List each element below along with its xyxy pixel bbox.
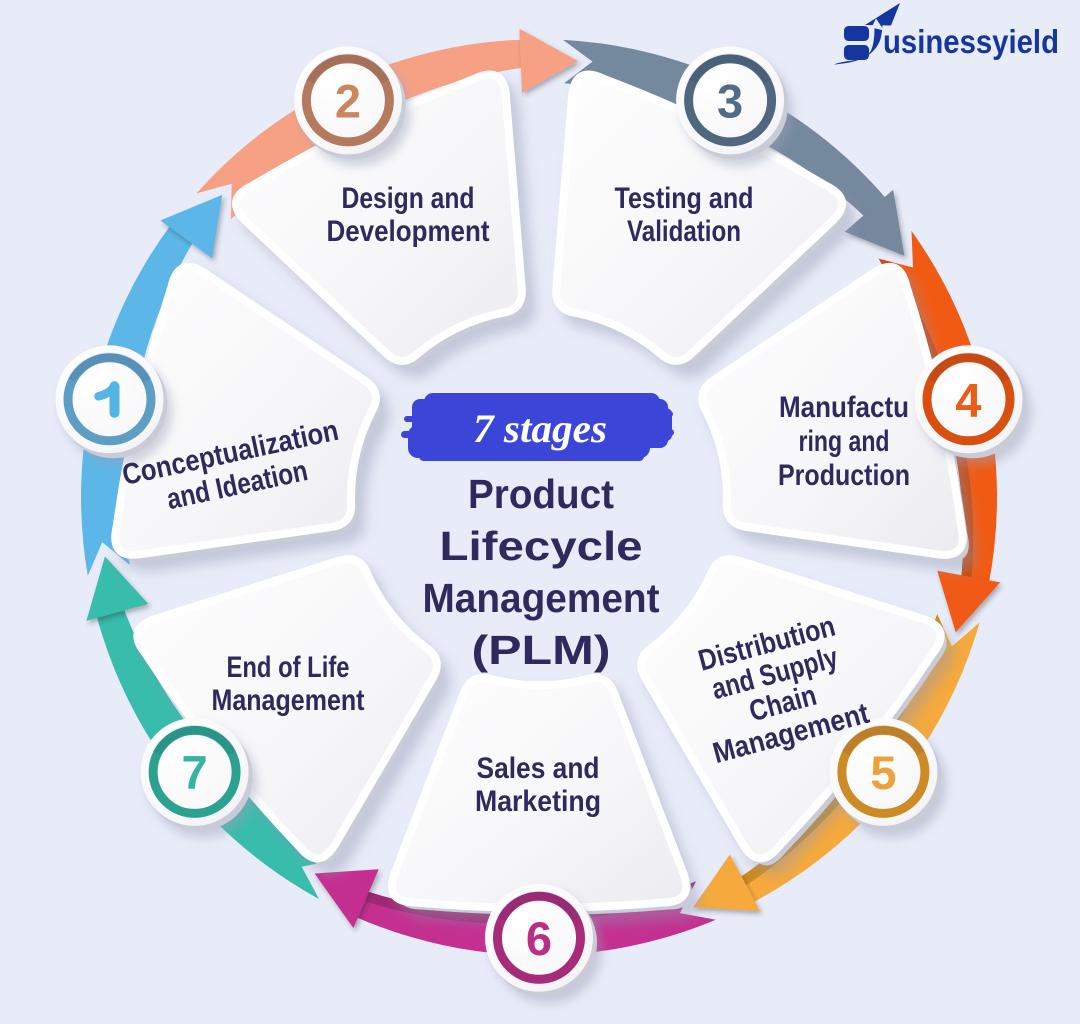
svg-text:4: 4 xyxy=(955,373,981,426)
svg-text:usinessyield: usinessyield xyxy=(883,23,1059,60)
svg-text:2: 2 xyxy=(335,74,361,127)
svg-text:7: 7 xyxy=(182,746,208,799)
svg-text:Product: Product xyxy=(468,471,614,517)
svg-text:6: 6 xyxy=(526,912,552,965)
svg-text:Production: Production xyxy=(778,459,910,492)
svg-text:Design and: Design and xyxy=(342,182,475,215)
svg-text:Development: Development xyxy=(327,215,490,248)
svg-text:Marketing: Marketing xyxy=(475,785,601,818)
svg-text:Lifecycle: Lifecycle xyxy=(440,523,643,569)
svg-text:ring and: ring and xyxy=(799,425,890,458)
svg-text:Validation: Validation xyxy=(627,215,741,248)
svg-text:3: 3 xyxy=(717,74,743,127)
svg-text:(PLM): (PLM) xyxy=(472,627,611,673)
svg-text:Management: Management xyxy=(212,684,365,717)
svg-text:Management: Management xyxy=(423,575,660,621)
svg-text:End of Life: End of Life xyxy=(227,651,350,684)
svg-text:Sales and: Sales and xyxy=(477,752,600,785)
svg-text:Manufactu: Manufactu xyxy=(779,391,909,424)
svg-text:Testing and: Testing and xyxy=(615,182,754,215)
svg-text:7 stages: 7 stages xyxy=(473,406,607,451)
svg-text:5: 5 xyxy=(870,746,896,799)
